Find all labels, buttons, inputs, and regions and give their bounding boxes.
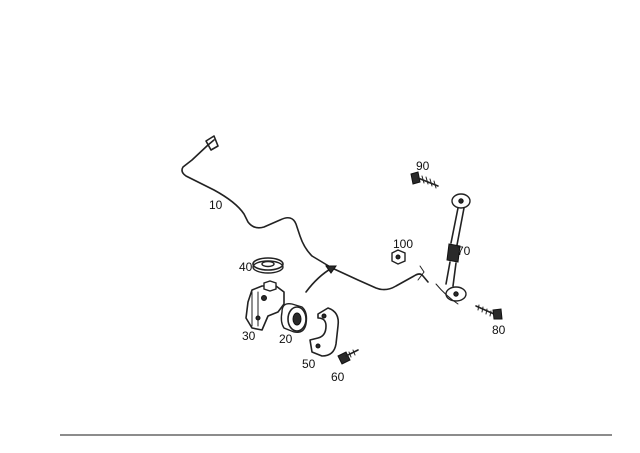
callout-90: 90 bbox=[416, 159, 430, 173]
assembly-arrow bbox=[305, 265, 337, 293]
callout-80: 80 bbox=[492, 323, 506, 337]
bolt-lower-link[interactable] bbox=[475, 304, 503, 320]
clamp[interactable] bbox=[309, 307, 340, 357]
callout-100: 100 bbox=[393, 237, 413, 251]
callout-30: 30 bbox=[242, 329, 256, 343]
callout-40: 40 bbox=[239, 260, 253, 274]
bolt-upper-link[interactable] bbox=[410, 171, 439, 189]
bracket[interactable] bbox=[245, 280, 285, 331]
nut[interactable] bbox=[391, 249, 406, 265]
callout-10: 10 bbox=[209, 198, 223, 212]
link-rod[interactable] bbox=[435, 193, 471, 305]
stabilizer-bar[interactable] bbox=[181, 135, 429, 291]
washer[interactable] bbox=[252, 257, 284, 274]
bolt-clamp[interactable] bbox=[337, 349, 359, 365]
rubber-bushing[interactable] bbox=[280, 302, 308, 334]
callout-50: 50 bbox=[302, 357, 316, 371]
callout-70: 70 bbox=[457, 244, 471, 258]
callout-20: 20 bbox=[279, 332, 293, 346]
callout-60: 60 bbox=[331, 370, 345, 384]
